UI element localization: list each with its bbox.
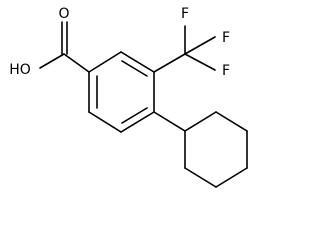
ring-bond-4 xyxy=(120,111,155,133)
hydroxyl-bond xyxy=(39,53,65,69)
carbonyl-oxygen-label: O xyxy=(58,6,69,22)
ring-bond-5 xyxy=(88,111,122,133)
ring-inner-double-2 xyxy=(121,107,148,124)
cyclohexyl-bond-1 xyxy=(184,111,217,132)
cf3-fluorine-bond-right-bottom xyxy=(184,53,216,71)
ring-bond-2 xyxy=(120,51,155,73)
cyclohexyl-bond-2 xyxy=(215,111,248,132)
carboxyl-single-bond xyxy=(63,53,90,73)
cf3-attachment-bond xyxy=(153,53,186,73)
carboxylic-acid-group: O HO xyxy=(9,6,90,78)
benzene-ring xyxy=(88,51,155,133)
molecule-structure: O HO F F F xyxy=(9,6,248,188)
cyclohexyl-bond-5 xyxy=(184,167,217,188)
hydroxyl-label: HO xyxy=(9,62,31,78)
trifluoromethyl-group: F F F xyxy=(153,6,230,79)
cyclohexyl-group xyxy=(153,111,248,188)
ring-bond-1 xyxy=(88,51,122,73)
fluorine-label-right-bottom: F xyxy=(222,63,230,79)
fluorine-label-right-top: F xyxy=(222,30,230,46)
cf3-fluorine-bond-right-top xyxy=(184,36,216,55)
fluorine-label-top: F xyxy=(181,6,189,22)
ring-inner-double-1 xyxy=(121,60,148,77)
cyclohexyl-attachment-bond xyxy=(153,111,186,132)
cyclohexyl-bond-4 xyxy=(215,167,248,188)
